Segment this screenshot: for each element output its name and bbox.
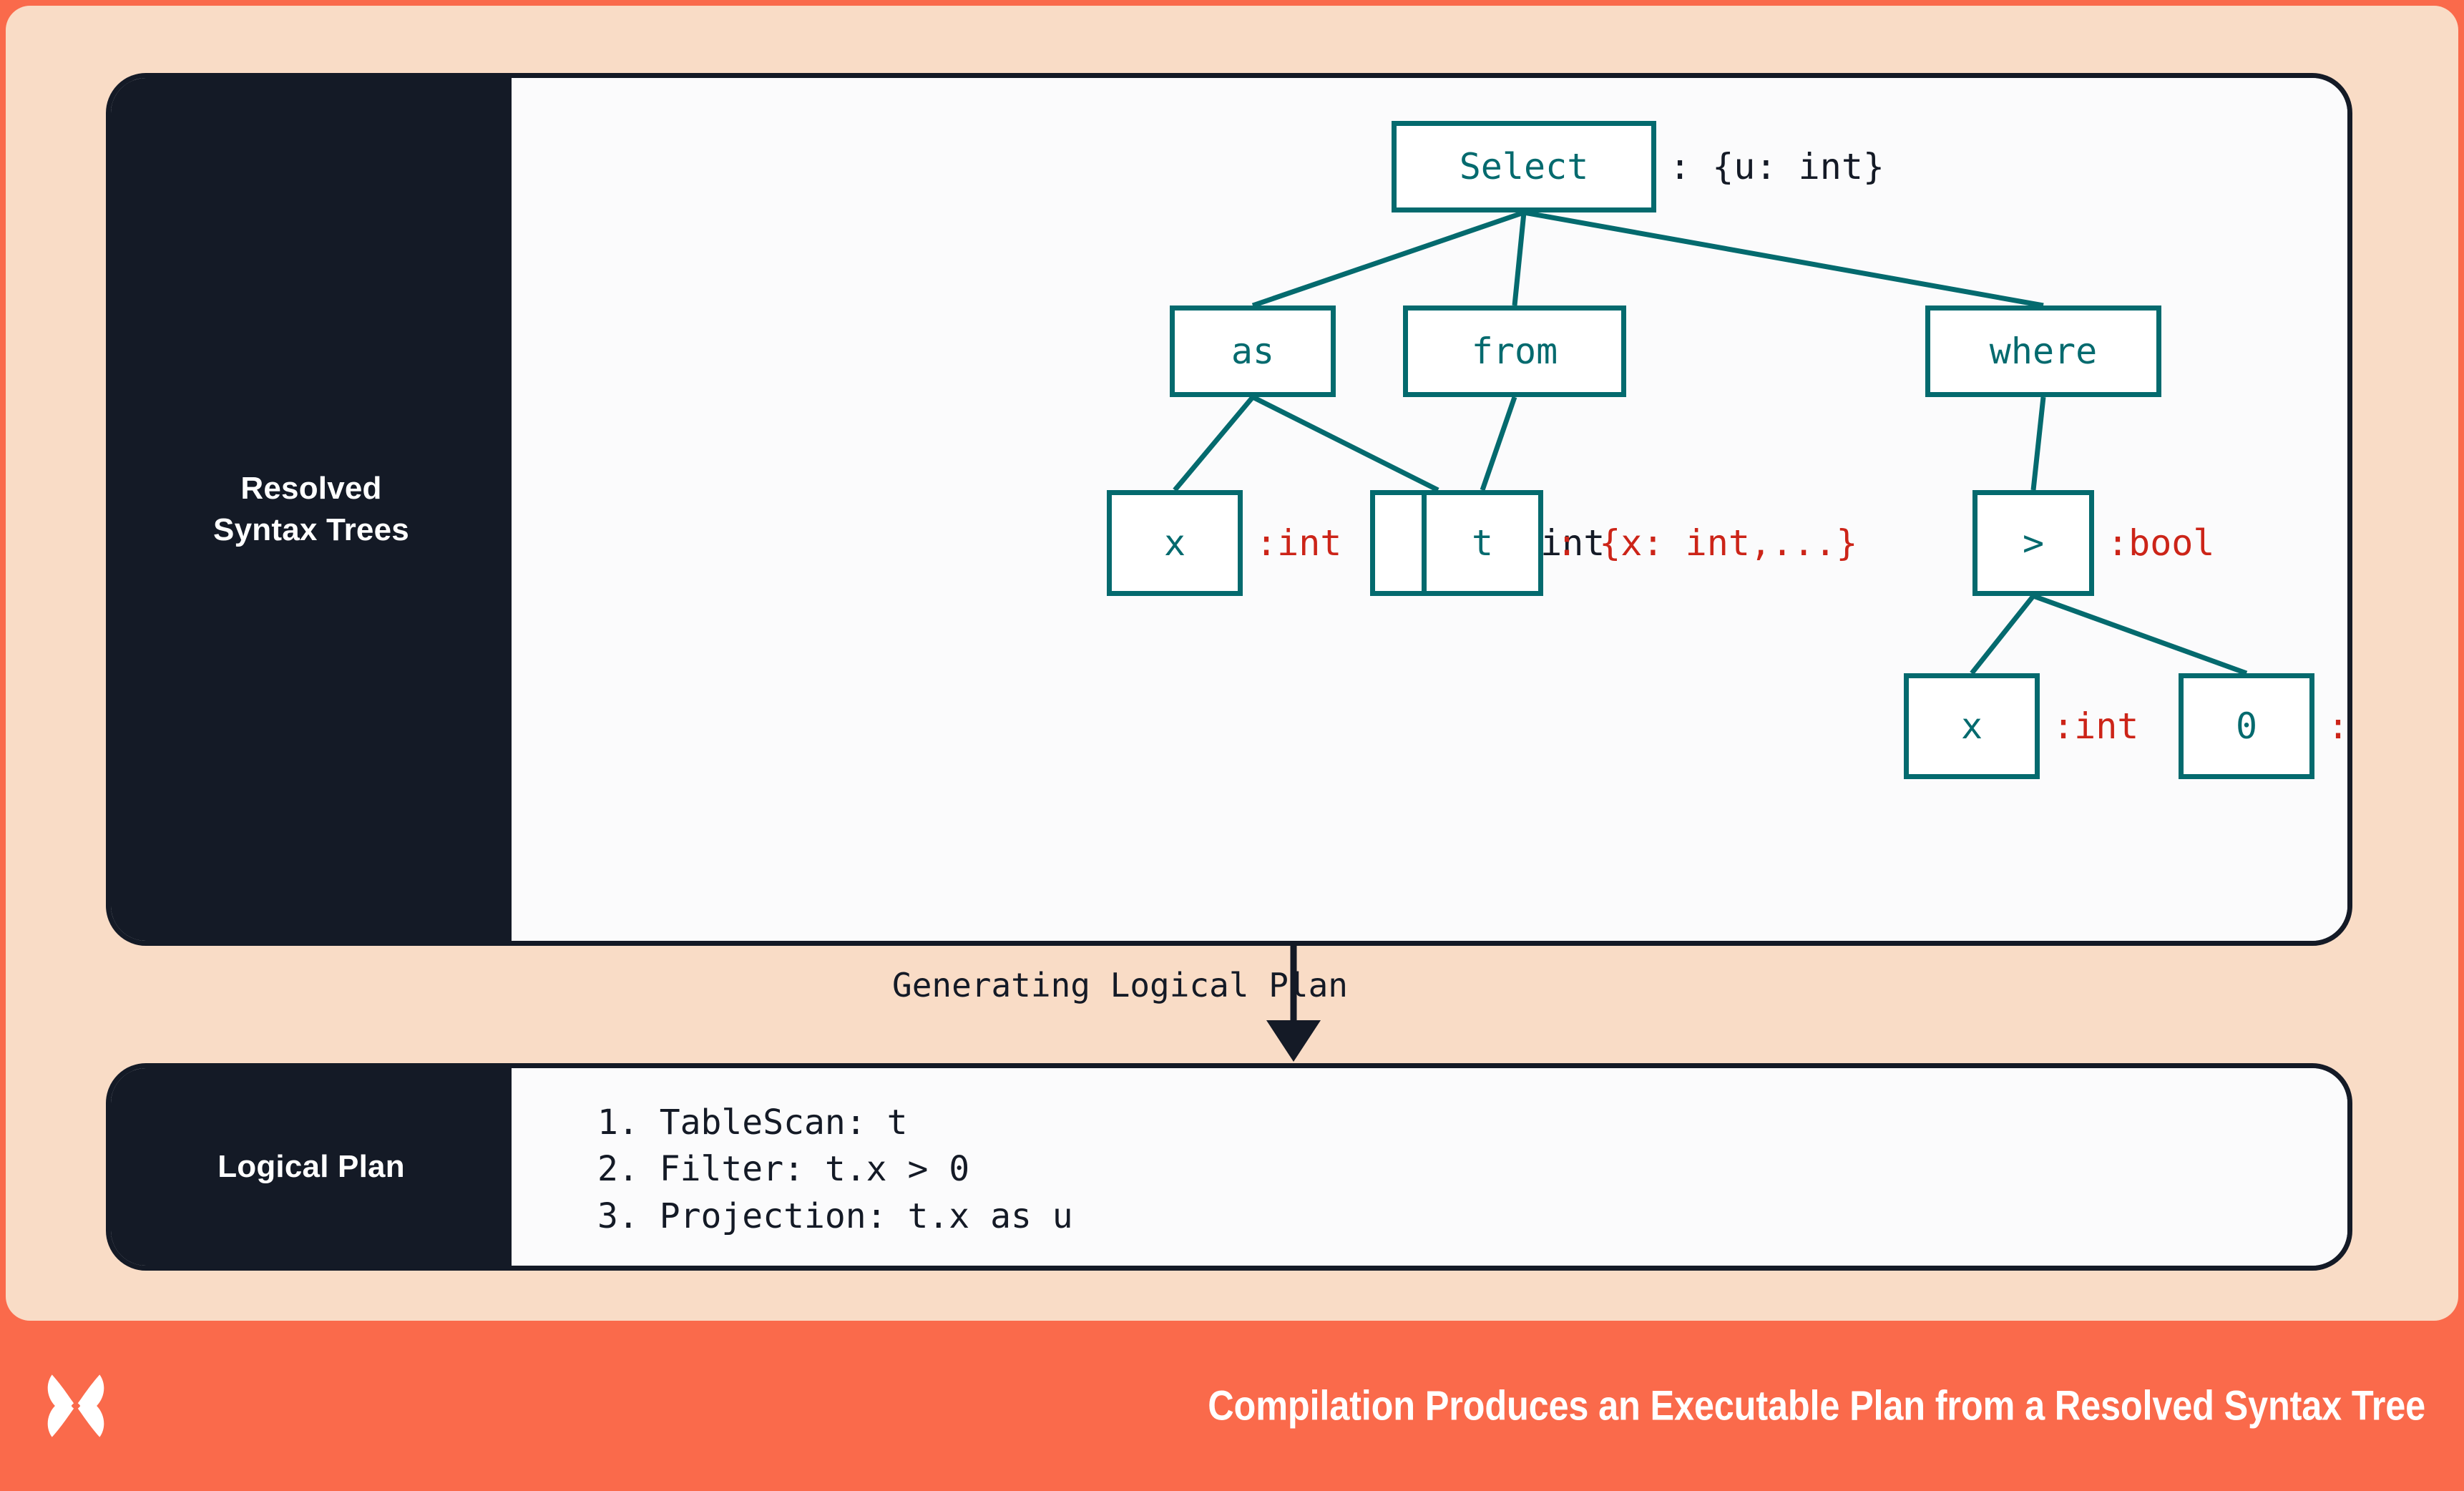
plan-panel-title: Logical Plan (217, 1148, 405, 1184)
tree-node-as-x: x (1107, 490, 1243, 596)
arrow-down-icon (1266, 942, 1321, 1062)
tree-node-annotation-gt: :bool (2107, 522, 2215, 564)
tree-node-gt-x: x (1904, 673, 2040, 779)
tree-node-label: x (1960, 705, 1983, 747)
tree-node-label: as (1231, 331, 1275, 372)
butterfly-x-logo-icon (47, 1374, 104, 1437)
tree-node-annotation-select: : {u: int} (1669, 146, 1885, 187)
tree-node-from: from (1403, 305, 1626, 397)
logical-plan-panel: Logical Plan 1. TableScan: t 2. Filter: t… (106, 1063, 2352, 1271)
logical-plan-step: 2. Filter: t.x > 0 (597, 1149, 970, 1190)
tree-edge-gt-to-gt-0 (2032, 593, 2248, 676)
tree-edges (1173, 210, 2248, 676)
tree-node-annotation-as-x: :int (1256, 522, 1342, 564)
tree-node-select: Select (1392, 121, 1656, 212)
tree-node-label: t (1471, 522, 1494, 564)
tree-node-label: x (1163, 522, 1186, 564)
tree-node-label: > (2022, 522, 2045, 564)
tree-node-label: 0 (2235, 705, 2258, 747)
transition-arrow-group: Generating Logical Plan (106, 942, 2352, 1063)
tree-edge-from-to-from-t (1480, 396, 1517, 492)
syntax-tree-canvas: Select: {u: int}asfromwherex:intu:intt: … (512, 78, 2347, 941)
tree-edge-gt-to-gt-x (1970, 594, 2035, 675)
tree-edge-as-to-as-x (1173, 395, 1255, 492)
tree-node-gt: > (1972, 490, 2094, 596)
plan-panel-rail: Logical Plan (111, 1068, 512, 1266)
tree-node-where: where (1925, 305, 2161, 397)
logical-plan-step: 1. TableScan: t (597, 1103, 908, 1143)
tree-edge-where-to-gt (2030, 396, 2046, 491)
transition-label: Generating Logical Plan (892, 966, 1348, 1004)
tree-edge-select-to-from (1512, 212, 1527, 306)
tree-edge-select-to-where (1523, 210, 2044, 308)
tree-node-annotation-from-t: : {x: int,...} (1556, 522, 1858, 564)
tree-panel-title: Resolved Syntax Trees (213, 470, 409, 547)
tree-node-from-t: t (1422, 490, 1543, 596)
tree-edge-as-to-as-u (1251, 394, 1439, 493)
tree-node-label: Select (1459, 146, 1589, 187)
tree-panel-rail: Resolved Syntax Trees (111, 78, 512, 941)
footer-caption: Compilation Produces an Executable Plan … (1208, 1382, 2425, 1429)
tree-node-annotation-gt-0: :int (2327, 705, 2350, 747)
tree-edge-select-to-as (1251, 210, 1525, 308)
tree-node-label: where (1989, 331, 2098, 372)
tree-panel-body: Select: {u: int}asfromwherex:intu:intt: … (512, 78, 2347, 941)
tree-node-as: as (1170, 305, 1336, 397)
logical-plan-steps: 1. TableScan: t 2. Filter: t.x > 0 3. Proj… (597, 1100, 1073, 1240)
tree-node-annotation-gt-x: :int (2053, 705, 2139, 747)
resolved-syntax-trees-panel: Resolved Syntax Trees Select : {u: int} as… (106, 73, 2352, 946)
tree-node-label: from (1471, 331, 1558, 372)
footer-banner: Compilation Produces an Executable Plan … (0, 1321, 2464, 1491)
tree-node-gt-0: 0 (2179, 673, 2314, 779)
logical-plan-step: 3. Projection: t.x as u (597, 1196, 1073, 1236)
plan-panel-body: 1. TableScan: t 2. Filter: t.x > 0 3. Proj… (512, 1068, 2347, 1266)
